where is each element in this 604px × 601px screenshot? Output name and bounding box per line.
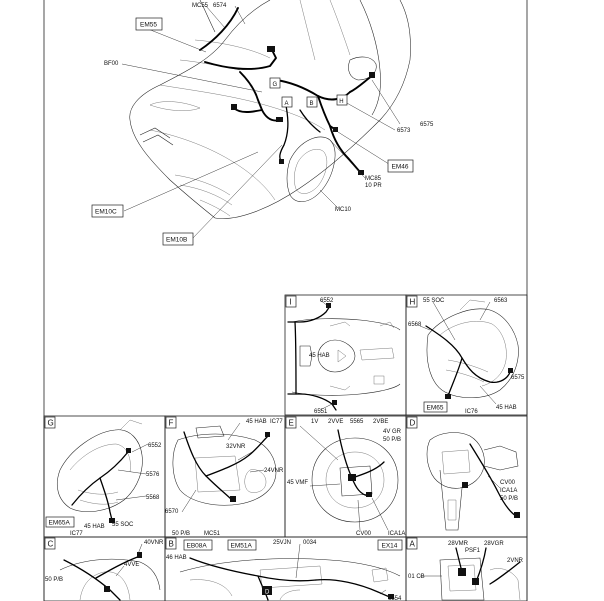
panel-e-5565: 5565: [350, 419, 364, 425]
panel-e-2vve: 2VVE: [328, 419, 343, 425]
panel-i-6552: 6552: [320, 298, 334, 304]
panel-f-mc51: MC51: [204, 531, 221, 537]
panel-f-ic77: IC77: [270, 419, 283, 425]
panel-f-24vnr: 24VNR: [264, 468, 284, 474]
panel-a: A 28VMR PSF1 28VGR 2VNR 01 CB: [405, 536, 528, 601]
panel-c-40vnr: 40VNR: [144, 540, 164, 546]
panel-g-letter: G: [48, 419, 54, 428]
box-em55: [135, 17, 163, 31]
panel-c: C 40VNR 4VVE 50 P/B: [43, 536, 166, 601]
panel-b-0034: 0034: [303, 540, 317, 546]
label-em10c: EM10C: [95, 209, 117, 216]
panel-c-4vve: 4VVE: [124, 562, 139, 568]
panel-g-45hab: 45 HAB: [84, 524, 105, 530]
panel-a-28vgr: 28VGR: [484, 541, 504, 547]
panel-e-4vgr: 4V GR: [383, 429, 402, 435]
panel-a-2vnr: 2VNR: [507, 558, 524, 564]
panel-g-ic77: IC77: [70, 531, 83, 537]
box-em10c: [91, 204, 124, 218]
panel-h-6575: 6575: [511, 375, 525, 381]
panel-f: F 45 HAB IC77 32VNR 24VNR 6570 50 P/B MC…: [164, 415, 286, 538]
panel-h-45hab: 45 HAB: [496, 405, 517, 411]
panel-i-letter: I: [290, 298, 292, 307]
panel-e-2vbe: 2VBE: [373, 419, 388, 425]
panel-h-letter: H: [410, 298, 416, 307]
panel-a-letter: A: [410, 540, 416, 549]
box-em46: [387, 159, 414, 173]
label-mc10: MC10: [335, 207, 352, 213]
marker-h: [336, 94, 348, 106]
label-6573: 6573: [397, 128, 411, 134]
panel-e-1v: 1V: [311, 419, 318, 425]
panel-a-28vmr: 28VMR: [448, 541, 469, 547]
panel-g-55soc: 55 SOC: [112, 522, 134, 528]
panel-i-6551: 6551: [314, 409, 328, 415]
panel-c-letter: C: [48, 540, 54, 549]
label-em10b: EM10B: [166, 237, 187, 244]
panel-b-ex14: EX14: [382, 543, 398, 550]
panel-f-45hab: 45 HAB: [246, 419, 267, 425]
label-em55: EM55: [140, 22, 157, 29]
car-overview: G A B H MC55 6574 BF00 6575 6573 MC85 10…: [91, 0, 434, 246]
panel-b-letter: B: [169, 540, 174, 549]
panel-e-ica1a: ICA1A: [388, 531, 405, 537]
label-10pr: 10 PR: [365, 183, 382, 189]
panel-h-6563: 6563: [494, 298, 508, 304]
label-mc85: MC85: [365, 176, 382, 182]
panel-g-5568: 5568: [146, 495, 160, 501]
panel-e: E 1V 2VVE 5565 2VBE 4V GR 50 P/B 45 VMF …: [284, 415, 407, 538]
panel-g-5576: 5576: [146, 472, 160, 478]
marker-b-label: B: [310, 101, 314, 107]
label-mc55: MC55: [192, 3, 209, 9]
panel-b-25vjn: 25VJN: [273, 540, 291, 546]
panel-i-45hab: 45 HAB: [309, 353, 330, 359]
panel-a-psf1: PSF1: [465, 548, 481, 554]
panel-g: G 6552 5576 5568 EM65A 45 HAB 55 SOC IC7…: [43, 415, 166, 538]
panel-h-55soc: 55 SOC: [423, 298, 445, 304]
panel-h-em65: EM65: [427, 405, 444, 412]
panel-b-46hab: 46 HAB: [166, 555, 187, 561]
marker-g: [269, 77, 281, 89]
label-6575: 6575: [420, 122, 434, 128]
panel-g-em65a: EM65A: [49, 520, 71, 527]
marker-g-label: G: [273, 82, 278, 88]
panel-g-6552: 6552: [148, 443, 162, 449]
marker-a-label: A: [285, 101, 289, 107]
panel-e-cv00: CV00: [356, 531, 372, 537]
panel-f-6570: 6570: [165, 509, 179, 515]
label-6574: 6574: [213, 3, 227, 9]
panel-f-50pb: 50 P/B: [172, 531, 190, 537]
panel-d-letter: D: [410, 419, 416, 428]
panel-h: H 55 SOC 6563 6568 6575 EM65 IC76 45 HAB: [405, 294, 528, 416]
panel-b: B D 46 HAB EB08A EM51A 25VJN 0034 EX14 6…: [164, 536, 407, 601]
box-em10b: [162, 232, 194, 246]
panel-f-letter: F: [169, 419, 174, 428]
panel-e-letter: E: [289, 419, 294, 428]
panel-h-6568: 6568: [408, 322, 422, 328]
panel-b-d: D: [265, 590, 270, 596]
panel-h-ic76: IC76: [465, 409, 478, 415]
label-em46: EM46: [392, 164, 409, 171]
panel-b-eb08a: EB08A: [187, 543, 208, 550]
panel-i: I 6552 45 HAB 6551: [284, 294, 407, 416]
diagram-frame: [43, 0, 528, 601]
panel-d-ica1a: ICA1A: [500, 488, 517, 494]
panel-a-01cb: 01 CB: [408, 574, 425, 580]
panel-b-6554: 6554: [388, 596, 402, 601]
marker-a: [281, 96, 293, 108]
marker-b: [306, 96, 318, 108]
panel-e-50pb: 50 P/B: [383, 437, 401, 443]
panel-d-cv00: CV00: [500, 480, 516, 486]
label-bf00: BF00: [104, 61, 119, 67]
panel-d-50pb: 50 P/B: [500, 496, 518, 502]
panel-b-em51a: EM51A: [231, 543, 253, 550]
panel-d: D CV00 ICA1A 50 P/B: [405, 415, 528, 538]
panel-e-45vmf: 45 VMF: [287, 480, 308, 486]
panel-f-32vnr: 32VNR: [226, 444, 246, 450]
marker-h-label: H: [339, 99, 343, 105]
panel-c-50pb: 50 P/B: [45, 577, 63, 583]
